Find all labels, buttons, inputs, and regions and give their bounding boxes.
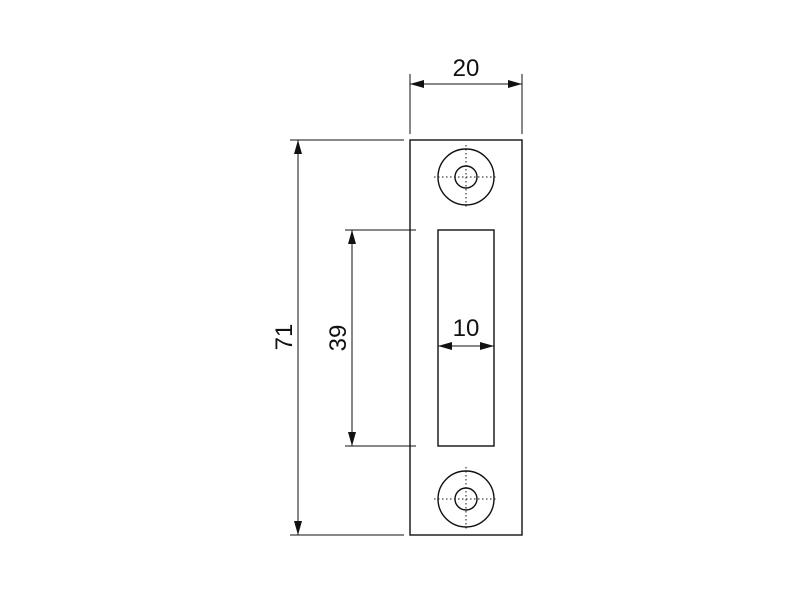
latch-slot [437, 229, 495, 447]
slot-height-dimension: 39 [325, 229, 416, 447]
plate-outline [409, 139, 523, 536]
slot-width-dimension: 10 [438, 315, 494, 350]
width-dimension-label: 20 [453, 55, 480, 82]
height-dimension: 71 [271, 139, 404, 536]
bottom-screw-hole [434, 467, 498, 531]
slot-height-dimension-label: 39 [325, 325, 352, 352]
top-screw-hole [434, 145, 498, 209]
slot-width-dimension-label: 10 [453, 315, 480, 342]
width-dimension: 20 [409, 55, 523, 134]
height-dimension-label: 71 [271, 324, 298, 351]
